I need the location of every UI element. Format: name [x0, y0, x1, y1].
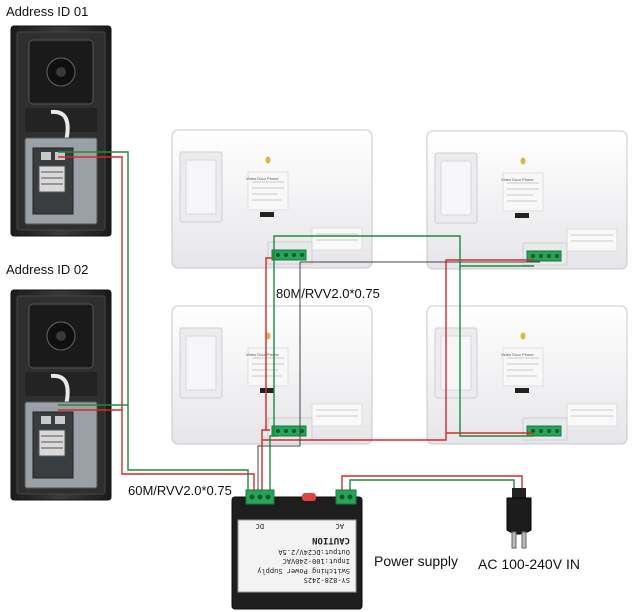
psu-type: Switching Power Supply — [257, 567, 350, 575]
label-address-id-01: Address ID 01 — [6, 4, 89, 19]
monitor-top-right: Video Door Phone — [426, 130, 628, 270]
monitor-badge: Video Door Phone — [501, 177, 534, 182]
power-supply-unit: SY-828-242S Switching Power Supply Input… — [231, 489, 363, 610]
label-ac-input: AC 100-240V IN — [478, 556, 580, 572]
psu-ac-terminal — [335, 489, 357, 505]
psu-output: Output:DC24V/2.5A — [278, 548, 350, 556]
wires-dark — [257, 261, 540, 492]
psu-caution: CAUTION — [312, 535, 350, 545]
monitor-badge: Video Door Phone — [246, 352, 279, 357]
monitor-badge: Video Door Phone — [501, 352, 534, 357]
door-station-02 — [9, 288, 113, 502]
ac-plug — [506, 488, 532, 549]
door-station-01 — [9, 24, 113, 238]
monitor-bottom-right: Video Door Phone — [426, 305, 628, 445]
label-cable-upper: 80M/RVV2.0*0.75 — [276, 286, 380, 301]
monitor-badge: Video Door Phone — [246, 176, 279, 181]
wires-green — [58, 151, 534, 492]
psu-dc-label: DC — [256, 522, 264, 530]
psu-ac-label: AC — [336, 522, 344, 530]
monitor-top-left: Video Door Phone — [171, 129, 373, 269]
label-power-supply: Power supply — [374, 553, 459, 569]
psu-input: Input:100-240VAC — [283, 557, 350, 565]
label-cable-lower: 60M/RVV2.0*0.75 — [128, 483, 232, 498]
monitor-bottom-left: Video Door Phone — [171, 305, 373, 445]
label-address-id-02: Address ID 02 — [6, 262, 89, 277]
wires-red — [58, 156, 534, 492]
psu-model: SY-828-242S — [304, 576, 350, 584]
